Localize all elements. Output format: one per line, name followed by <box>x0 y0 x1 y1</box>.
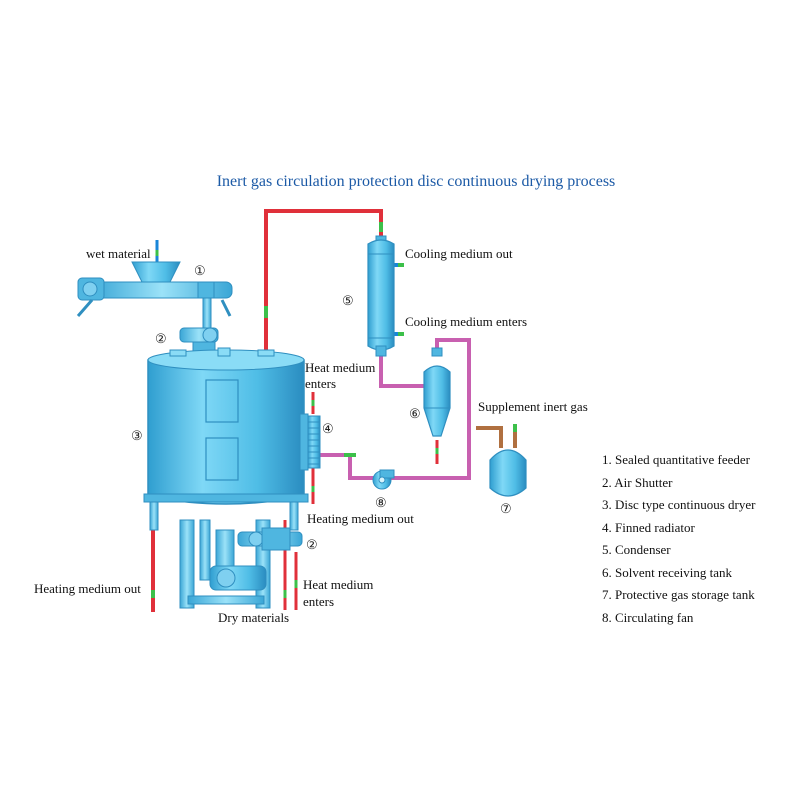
marker-1: ① <box>194 263 206 278</box>
marker-3: ③ <box>131 428 143 443</box>
label-cooling-medium-enters: Cooling medium enters <box>405 314 527 329</box>
air-shutter-bottom <box>237 527 303 551</box>
marker-8: ⑧ <box>375 495 387 510</box>
marker-2-bottom: ② <box>306 537 318 552</box>
disc-continuous-dryer <box>143 347 309 609</box>
label-dry-materials: Dry materials <box>218 610 289 625</box>
protective-gas-storage-tank <box>489 449 527 497</box>
legend-item-3: 3. Disc type continuous dryer <box>602 497 756 512</box>
finned-radiator <box>299 413 321 471</box>
marker-5: ⑤ <box>342 293 354 308</box>
inert-gas-pipe <box>320 338 471 480</box>
legend: 1. Sealed quantitative feeder 2. Air Shu… <box>602 449 755 629</box>
label-cooling-medium-out: Cooling medium out <box>405 246 513 261</box>
label-heat-medium-enters-bottom-line1: Heat medium <box>303 577 373 592</box>
condenser <box>367 235 395 357</box>
legend-item-5: 5. Condenser <box>602 542 671 557</box>
marker-4: ④ <box>322 421 334 436</box>
circulating-fan <box>372 469 395 490</box>
marker-2-top: ② <box>155 331 167 346</box>
legend-item-7: 7. Protective gas storage tank <box>602 587 755 602</box>
label-heating-medium-out-right: Heating medium out <box>307 511 414 526</box>
legend-item-8: 8. Circulating fan <box>602 609 694 625</box>
sealed-quantitative-feeder <box>76 240 233 331</box>
label-wet-material: wet material <box>86 246 151 261</box>
supplement-gas-pipe <box>476 424 517 448</box>
legend-item-6: 6. Solvent receiving tank <box>602 564 732 580</box>
diagram-title: Inert gas circulation protection disc co… <box>217 173 616 190</box>
marker-6: ⑥ <box>409 406 421 421</box>
solvent-receiving-tank <box>423 347 451 437</box>
label-heat-medium-enters-bottom-line2: enters <box>303 594 334 609</box>
label-heating-medium-out-left: Heating medium out <box>34 581 141 596</box>
legend-item-4: 4. Finned radiator <box>602 519 695 535</box>
marker-7: ⑦ <box>500 501 512 516</box>
legend-item-2: 2. Air Shutter <box>602 474 673 490</box>
hot-gas-pipe <box>264 209 383 352</box>
legend-item-1: 1. Sealed quantitative feeder <box>602 452 750 467</box>
label-supplement-inert-gas: Supplement inert gas <box>478 399 588 414</box>
label-heat-medium-enters-top-line2: enters <box>305 376 336 391</box>
label-heat-medium-enters-top-line1: Heat medium <box>305 360 375 375</box>
